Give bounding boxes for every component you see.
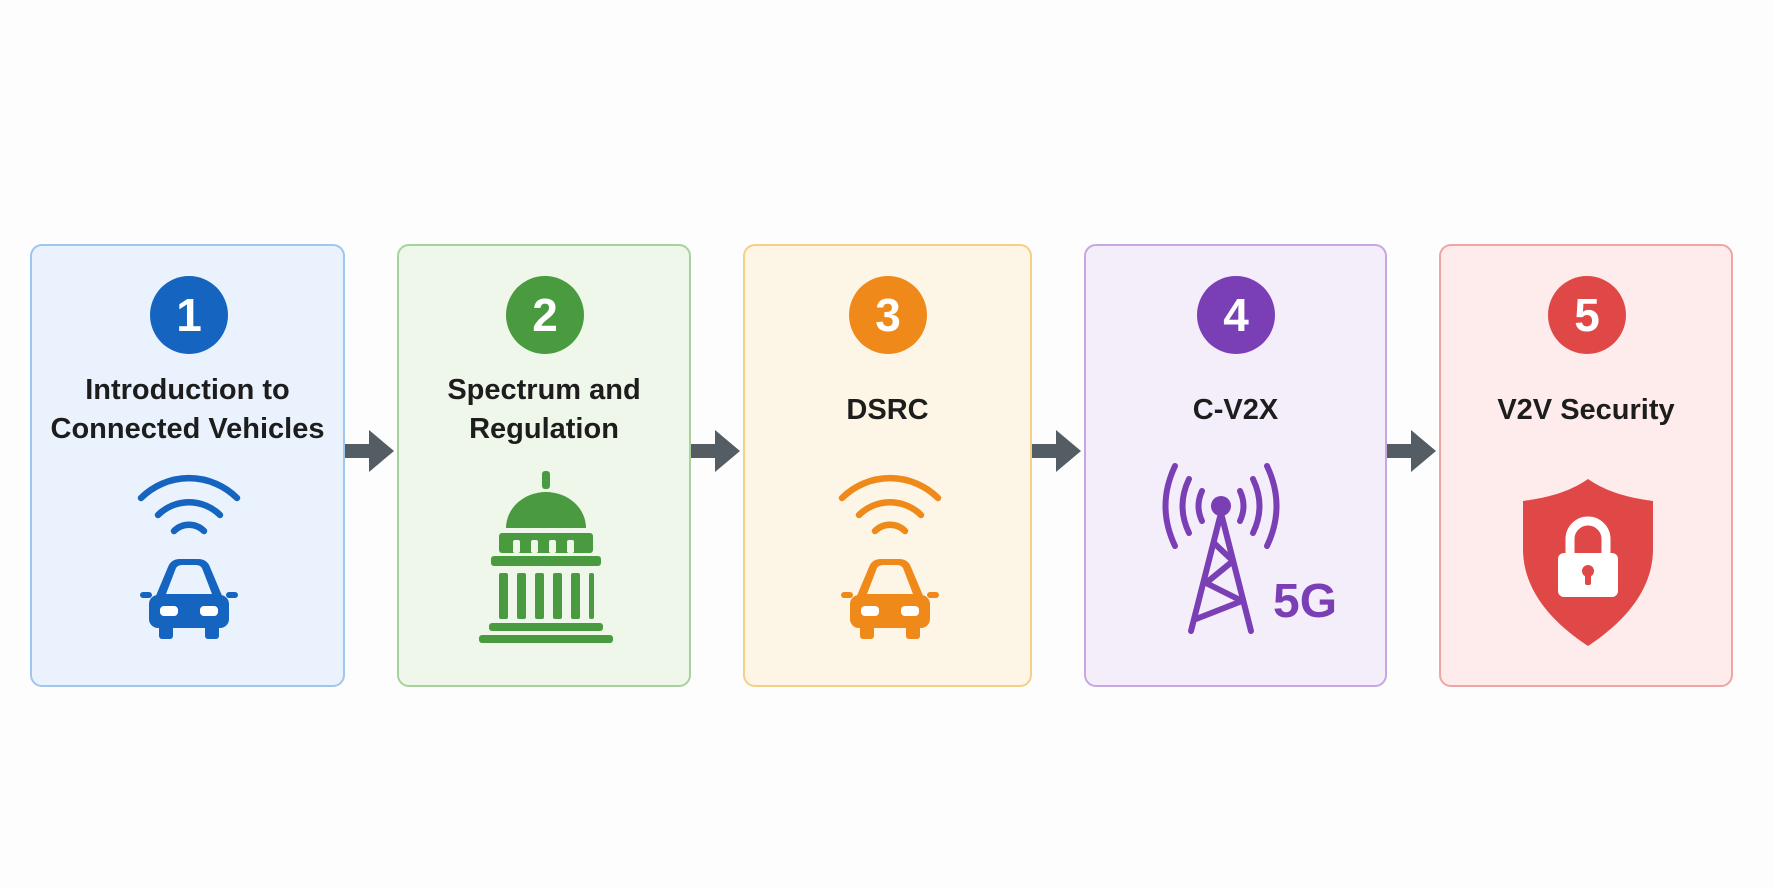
step-title: V2V Security bbox=[1441, 391, 1731, 430]
step-title: C-V2X bbox=[1086, 391, 1385, 430]
step-card-2: 2 Spectrum and Regulation bbox=[397, 244, 691, 687]
step-title: Spectrum and Regulation bbox=[399, 371, 689, 449]
flow-arrow bbox=[691, 430, 740, 472]
step-title-line: Introduction to bbox=[85, 374, 290, 406]
step-title-line: DSRC bbox=[846, 394, 929, 426]
flow-arrow bbox=[1387, 430, 1436, 472]
step-card-4: 4 C-V2X 5G bbox=[1084, 244, 1387, 687]
connected-car-icon bbox=[137, 474, 241, 639]
flow-arrow bbox=[1032, 430, 1081, 472]
security-shield-lock-icon bbox=[1523, 479, 1653, 646]
connected-car-icon bbox=[838, 474, 942, 639]
government-building-icon bbox=[479, 471, 613, 643]
step-number-badge: 4 bbox=[1197, 276, 1275, 354]
step-card-5: 5 V2V Security bbox=[1439, 244, 1733, 687]
5g-label: 5G bbox=[1273, 575, 1337, 628]
cell-tower-5g-icon: 5G bbox=[1162, 463, 1337, 634]
step-number-badge: 2 bbox=[506, 276, 584, 354]
step-title-line: Spectrum and bbox=[447, 374, 641, 406]
step-number-badge: 1 bbox=[150, 276, 228, 354]
step-number-badge: 5 bbox=[1548, 276, 1626, 354]
step-title-line: Connected Vehicles bbox=[50, 413, 325, 445]
step-title: Introduction to Connected Vehicles bbox=[32, 371, 343, 449]
step-card-3: 3 DSRC bbox=[743, 244, 1032, 687]
flow-arrow bbox=[345, 430, 394, 472]
step-card-1: 1 Introduction to Connected Vehicles bbox=[30, 244, 345, 687]
step-title-line: V2V Security bbox=[1497, 394, 1675, 426]
step-title-line: C-V2X bbox=[1192, 394, 1279, 426]
step-number-badge: 3 bbox=[849, 276, 927, 354]
step-title: DSRC bbox=[745, 391, 1030, 430]
step-title-line: Regulation bbox=[469, 413, 619, 445]
